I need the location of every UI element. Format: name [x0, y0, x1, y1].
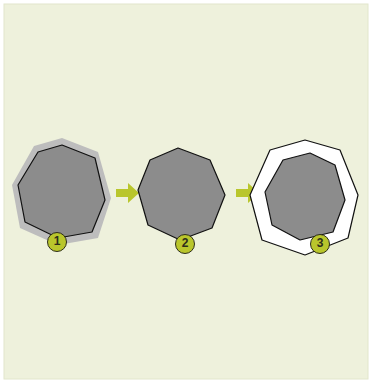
coating-layer [250, 140, 358, 255]
rock-coated [265, 153, 345, 240]
rock-core [18, 145, 105, 238]
rock-clean [138, 148, 225, 240]
weathered-layer [12, 138, 111, 245]
callout-number: 2 [175, 234, 195, 254]
process-arrow [116, 183, 139, 203]
background-panel [4, 4, 368, 379]
callout-number: 3 [310, 234, 330, 254]
callout-number: 1 [47, 232, 67, 252]
